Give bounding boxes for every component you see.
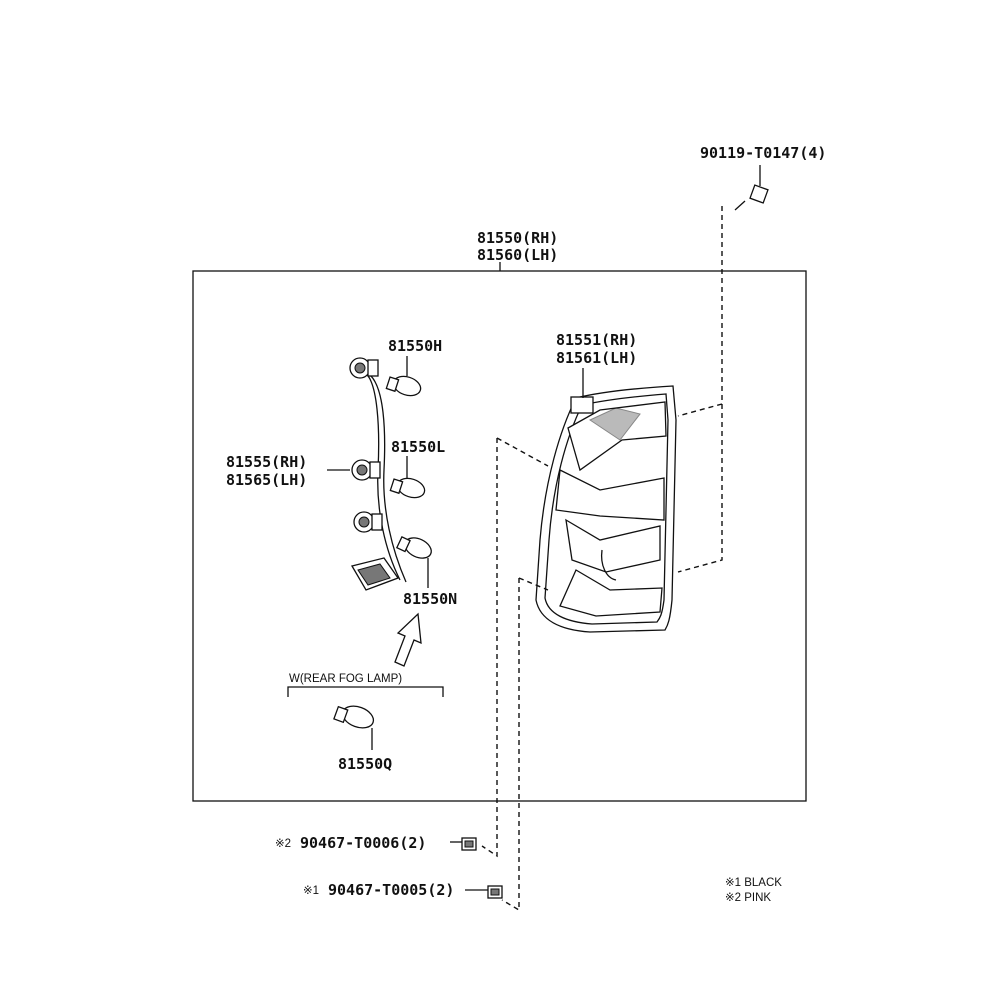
clip-90467-t0006[interactable]	[450, 837, 477, 851]
legend-black: ※1 BLACK	[725, 877, 782, 889]
label-bulb-n: 81550N	[403, 590, 457, 608]
label-bulb-l: 81550L	[391, 438, 445, 456]
label-assy-lh: 81560(LH)	[477, 246, 558, 264]
clip-90467-t0005[interactable]	[465, 885, 503, 899]
socket-harness[interactable]	[349, 357, 407, 591]
label-clip-pink: 90467-T0006(2)	[300, 834, 426, 852]
legend-pink: ※2 PINK	[725, 892, 771, 904]
label-lens-rh: 81551(RH)	[556, 331, 637, 349]
label-assy-rh: 81550(RH)	[477, 229, 558, 247]
assembly-frame	[192, 270, 807, 802]
label-bulb-q: 81550Q	[338, 755, 392, 773]
assembly-arrow	[394, 612, 422, 667]
clip-pink-guide	[481, 437, 549, 858]
label-fog-group: W(REAR FOG LAMP)	[289, 673, 402, 685]
mark-black: ※1	[303, 885, 319, 897]
mark-pink: ※2	[275, 838, 291, 850]
label-bulb-h: 81550H	[388, 337, 442, 355]
clip-black-guide	[501, 577, 549, 912]
bulb-81550q[interactable]	[333, 702, 377, 732]
bolt-dashed-guide	[677, 206, 723, 573]
label-socket-rh: 81555(RH)	[226, 453, 307, 471]
bulb-81550n[interactable]	[395, 534, 435, 562]
bulb-81550l[interactable]	[389, 475, 427, 501]
label-socket-lh: 81565(LH)	[226, 471, 307, 489]
label-lens-lh: 81561(LH)	[556, 349, 637, 367]
lens-81551[interactable]	[535, 385, 677, 633]
label-bolt-90119: 90119-T0147(4)	[700, 144, 826, 162]
bolt-90119[interactable]	[734, 165, 769, 211]
label-clip-black: 90467-T0005(2)	[328, 881, 454, 899]
fog-lamp-bracket	[287, 686, 444, 697]
bulb-81550h[interactable]	[385, 373, 423, 399]
